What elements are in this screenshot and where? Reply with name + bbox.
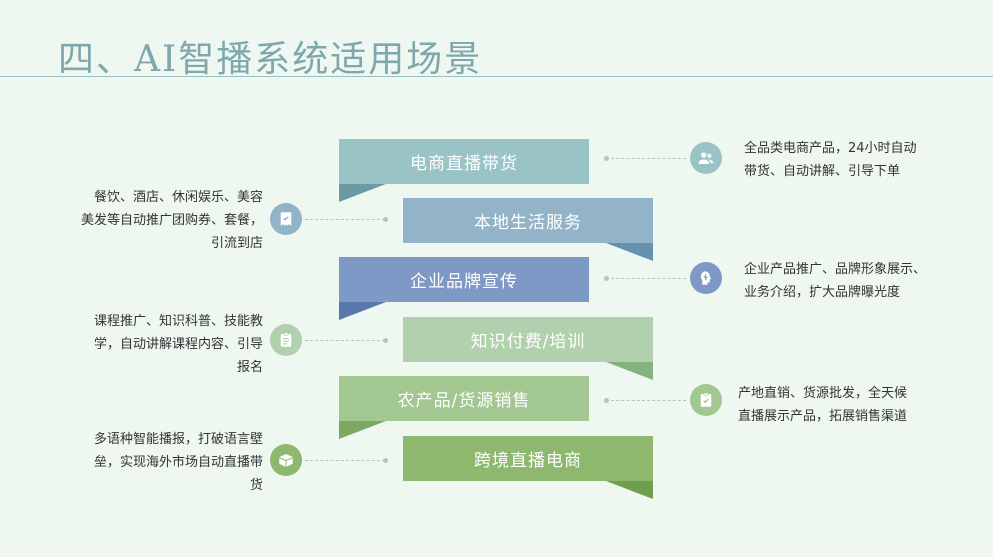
- scenario-ribbon-brand: 企业品牌宣传: [339, 257, 589, 302]
- ribbon-fold: [339, 302, 386, 320]
- ribbon-fold: [606, 362, 653, 380]
- scenario-label: 本地生活服务: [474, 213, 582, 233]
- connector-dot: [604, 276, 609, 281]
- description-line: 企业产品推广、品牌形象展示、: [744, 262, 927, 277]
- description-line: 全品类电商产品，24小时自动: [744, 141, 917, 156]
- scenario-description-local-life: 餐饮、酒店、休闲娱乐、美容 美发等自动推广团购券、套餐， 引流到店: [81, 186, 263, 255]
- ribbon-fold: [606, 481, 653, 499]
- scenario-label: 企业品牌宣传: [410, 272, 518, 292]
- connector-dot: [604, 398, 609, 403]
- scenario-ribbon-agriculture: 农产品/货源销售: [339, 376, 589, 421]
- description-line: 餐饮、酒店、休闲娱乐、美容: [93, 190, 263, 205]
- description-line: 报名: [236, 360, 263, 375]
- package-icon: [270, 444, 302, 476]
- description-line: 产地直销、货源批发，全天候: [738, 386, 908, 401]
- description-line: 美发等自动推广团购券、套餐，: [80, 213, 263, 228]
- scenario-label: 跨境直播电商: [474, 451, 582, 471]
- scenario-description-ecommerce: 全品类电商产品，24小时自动 带货、自动讲解、引导下单: [744, 137, 917, 183]
- scenario-ribbon-knowledge: 知识付费/培训: [403, 317, 653, 362]
- connector-dot: [604, 156, 609, 161]
- description-line: 课程推广、知识科普、技能教: [93, 314, 263, 329]
- scenario-description-knowledge: 课程推广、知识科普、技能教 学，自动讲解课程内容、引导 报名: [94, 310, 263, 379]
- connector-line: [606, 158, 686, 159]
- scenario-description-agriculture: 产地直销、货源批发，全天候 直播展示产品，拓展销售渠道: [738, 382, 907, 428]
- connector-dot: [383, 458, 388, 463]
- page-title: 四、AI智播系统适用场景: [58, 39, 483, 80]
- clipboard-icon: [270, 324, 302, 356]
- scenario-label: 电商直播带货: [410, 154, 518, 174]
- connector-dot: [383, 217, 388, 222]
- connector-line: [606, 400, 686, 401]
- ribbon-fold: [606, 243, 653, 261]
- scenario-ribbon-local-life: 本地生活服务: [403, 198, 653, 243]
- coupon-icon: [270, 203, 302, 235]
- description-line: 业务介绍，扩大品牌曝光度: [744, 285, 901, 300]
- scenario-description-brand: 企业产品推广、品牌形象展示、 业务介绍，扩大品牌曝光度: [744, 258, 926, 304]
- scenario-description-crossborder: 多语种智能播报，打破语言壁 垒，实现海外市场自动直播带 货: [94, 428, 263, 497]
- description-line: 垒，实现海外市场自动直播带: [93, 455, 263, 470]
- connector-dot: [383, 338, 388, 343]
- scenario-ribbon-ecommerce: 电商直播带货: [339, 139, 589, 184]
- description-line: 直播展示产品，拓展销售渠道: [738, 409, 908, 424]
- description-line: 带货、自动讲解、引导下单: [744, 164, 901, 179]
- idea-head-icon: [690, 262, 722, 294]
- scenario-ribbon-crossborder: 跨境直播电商: [403, 436, 653, 481]
- users-icon: [690, 142, 722, 174]
- scenario-label: 知识付费/培训: [470, 332, 586, 352]
- connector-line: [305, 219, 385, 220]
- ribbon-fold: [339, 421, 386, 439]
- connector-line: [305, 460, 385, 461]
- scenario-label: 农产品/货源销售: [397, 391, 531, 411]
- description-line: 货: [249, 478, 263, 493]
- description-line: 学，自动讲解课程内容、引导: [93, 337, 263, 352]
- connector-line: [305, 340, 385, 341]
- check-clipboard-icon: [690, 384, 722, 416]
- description-line: 引流到店: [210, 236, 263, 251]
- connector-line: [606, 278, 686, 279]
- description-line: 多语种智能播报，打破语言壁: [93, 432, 263, 447]
- ribbon-fold: [339, 184, 386, 202]
- title-underline: [0, 76, 993, 77]
